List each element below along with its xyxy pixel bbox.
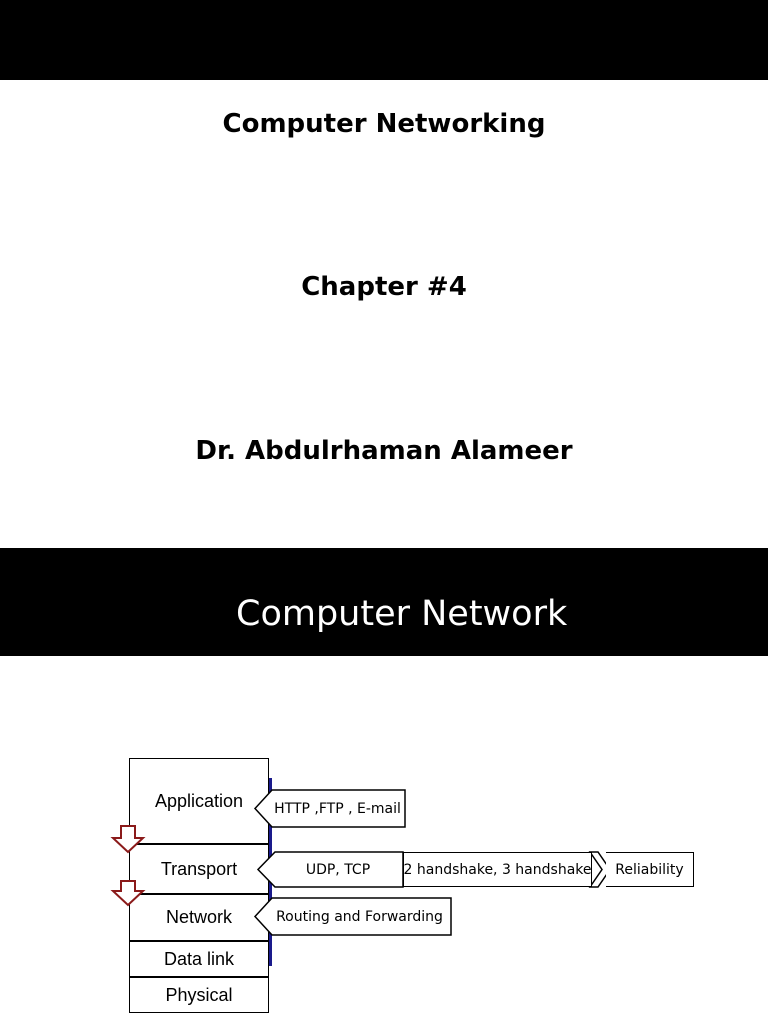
down-arrow-icon <box>110 880 146 907</box>
layer-network: Network <box>129 894 269 941</box>
slide-top-bar <box>0 0 768 80</box>
slide-title: Computer Networking <box>222 109 546 139</box>
callout-transport-shape <box>256 851 404 888</box>
slide2-title: Computer Network <box>236 594 568 634</box>
layer-application: Application <box>129 758 269 844</box>
callout-network-shape <box>253 897 452 936</box>
layer-physical: Physical <box>129 977 269 1013</box>
chapter-label: Chapter #4 <box>301 272 467 302</box>
callout-application-text: HTTP ,FTP , E-mail <box>274 800 401 817</box>
layer-data-link: Data link <box>129 941 269 977</box>
author-name: Dr. Abdulrhaman Alameer <box>195 436 573 466</box>
down-arrow-icon <box>110 825 146 854</box>
slide2-title-bar <box>0 548 768 656</box>
callout-application-shape <box>253 789 406 828</box>
layer-transport: Transport <box>129 844 269 894</box>
callout-transport-text: UDP, TCP <box>305 861 371 878</box>
callout-handshake-box: 2 handshake, 3 handshake <box>403 852 592 887</box>
callout-network-text: Routing and Forwarding <box>276 908 443 925</box>
callout-reliability-box: Reliability <box>606 852 694 887</box>
